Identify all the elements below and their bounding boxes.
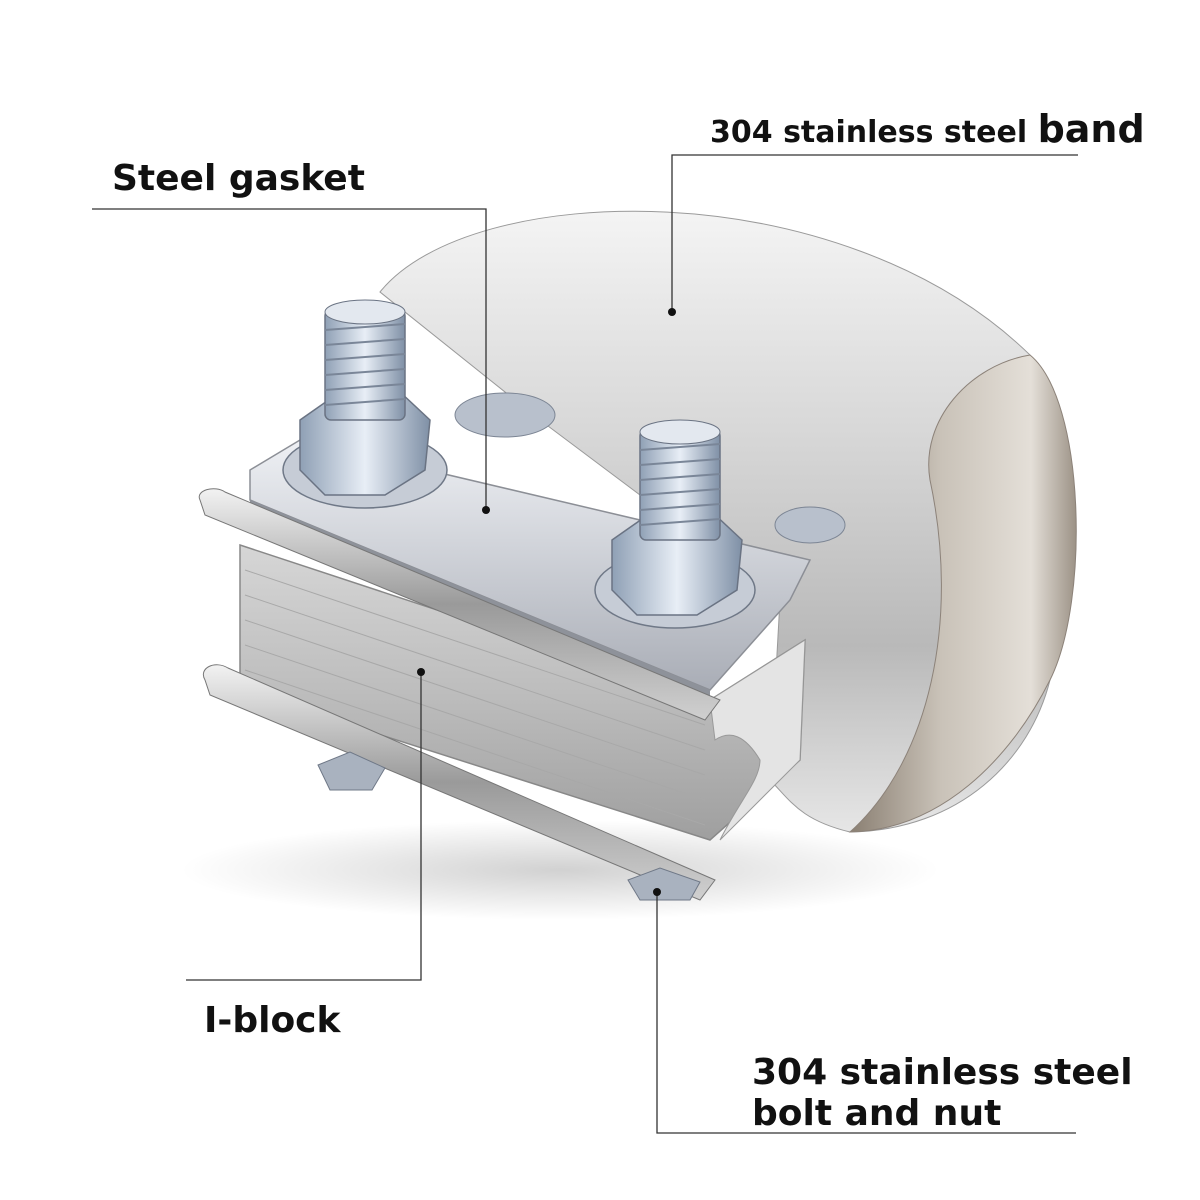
label-band-emphasis: band bbox=[1037, 107, 1145, 151]
label-band: 304 stainless steel band bbox=[710, 107, 1145, 152]
bolt-assembly-left bbox=[282, 299, 448, 509]
leader-iblock bbox=[186, 672, 422, 981]
band-opening bbox=[848, 354, 1077, 833]
label-bolt-line2: bolt and nut bbox=[752, 1093, 1002, 1135]
bottom-nut-1 bbox=[317, 751, 386, 791]
label-i-block: I-block bbox=[204, 1000, 341, 1041]
label-band-text: 304 stainless steel bbox=[710, 115, 1028, 150]
bottom-nut-2 bbox=[627, 867, 701, 901]
i-block-end bbox=[709, 639, 806, 841]
i-block-texture bbox=[244, 569, 706, 826]
lower-rod bbox=[202, 664, 716, 901]
label-bolt-line1: 304 stainless steel bbox=[752, 1052, 1133, 1093]
leader-bolt bbox=[656, 892, 1076, 1134]
back-nut-2 bbox=[774, 506, 846, 544]
back-nut-1 bbox=[454, 392, 556, 438]
leader-band bbox=[671, 154, 1078, 312]
label-steel-gasket: Steel gasket bbox=[112, 158, 365, 199]
leader-lines bbox=[92, 154, 1078, 1134]
dot-iblock bbox=[417, 668, 425, 676]
bolt-assembly-right bbox=[594, 419, 756, 629]
dot-gasket bbox=[482, 506, 490, 514]
dot-band bbox=[668, 308, 676, 316]
dot-bolt bbox=[653, 888, 661, 896]
leader-dots bbox=[417, 308, 676, 896]
floor-shadow bbox=[180, 820, 940, 920]
label-bolt-and-nut: 304 stainless steel bolt and nut bbox=[752, 1052, 1133, 1135]
upper-rod bbox=[198, 488, 721, 721]
leader-gasket bbox=[92, 208, 487, 510]
